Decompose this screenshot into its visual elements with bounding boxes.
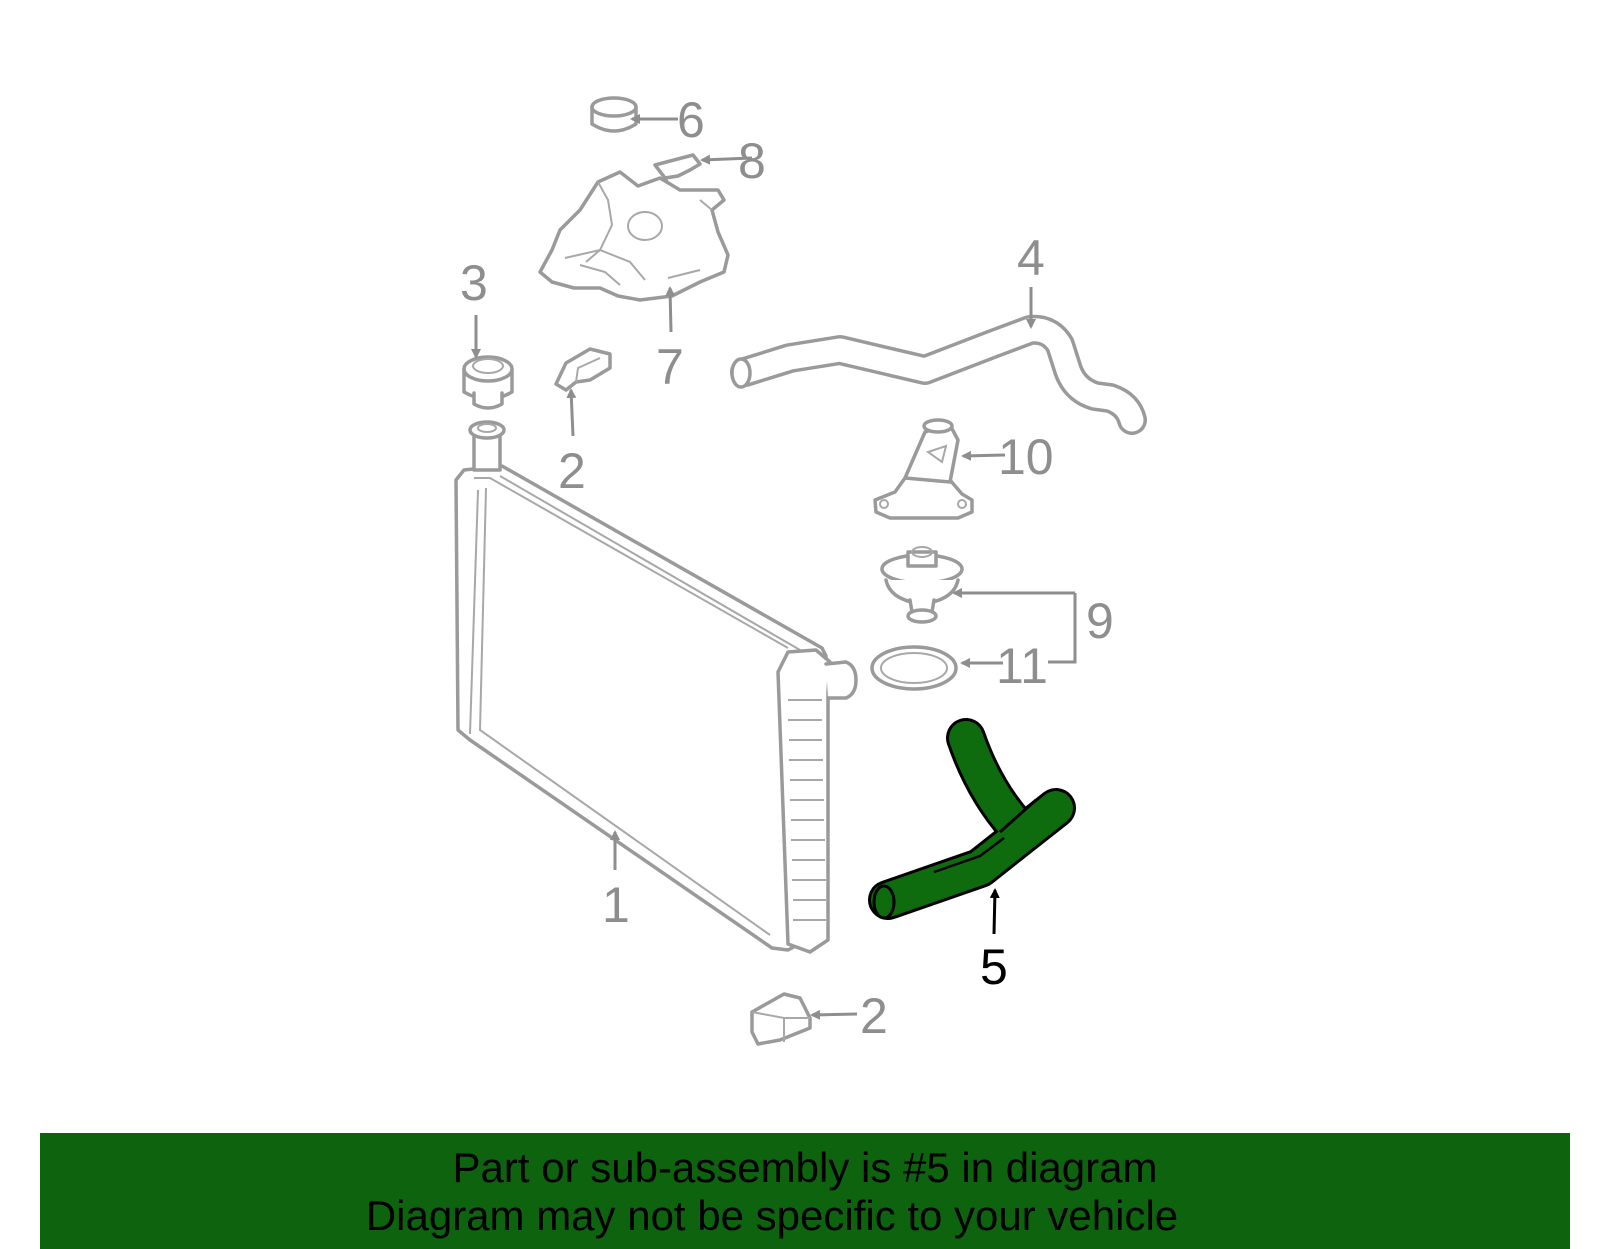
part-4-upper-hose[interactable] [730,314,1147,435]
callout-10: 10 [998,429,1054,485]
arrow-2a [566,388,577,437]
part-11-seal[interactable] [870,645,958,691]
arrow-2b [810,1009,858,1020]
part-3-radiator-cap[interactable] [462,355,514,410]
callout-3: 3 [460,255,488,311]
callout-8: 8 [738,133,766,189]
callout-11: 11 [996,638,1048,694]
banner-line-2: Diagram may not be specific to your vehi… [365,1192,1179,1239]
callout-7: 7 [656,339,684,395]
arrow-10 [961,450,1006,461]
arrow-7 [665,286,676,333]
part-10-thermostat-housing[interactable] [873,418,974,520]
banner-line-1: Part or sub-assembly is #5 in diagram [452,1144,1158,1191]
callout-6: 6 [677,92,705,148]
part-2-upper-bracket[interactable] [554,347,612,392]
part-7-reservoir[interactable] [538,170,730,302]
part-5-lower-hose[interactable] [868,718,1076,920]
callout-2a: 2 [558,443,586,499]
part-9-thermostat[interactable] [880,546,964,624]
info-banner: Part or sub-assembly is #5 in diagram Di… [40,1133,1570,1249]
bracket-9 [1048,593,1077,664]
parts-diagram: 6 8 7 3 2 4 [454,92,1147,1046]
callout-4: 4 [1017,230,1045,286]
part-6-cap[interactable] [590,96,638,133]
part-1-radiator[interactable] [454,420,858,954]
arrow-8 [700,154,753,165]
callout-9: 9 [1086,593,1114,649]
arrow-5 [989,888,1000,935]
callout-2b: 2 [860,988,888,1044]
part-2-lower-bracket[interactable] [750,992,812,1046]
callout-5: 5 [980,939,1008,995]
callout-1: 1 [602,877,630,933]
